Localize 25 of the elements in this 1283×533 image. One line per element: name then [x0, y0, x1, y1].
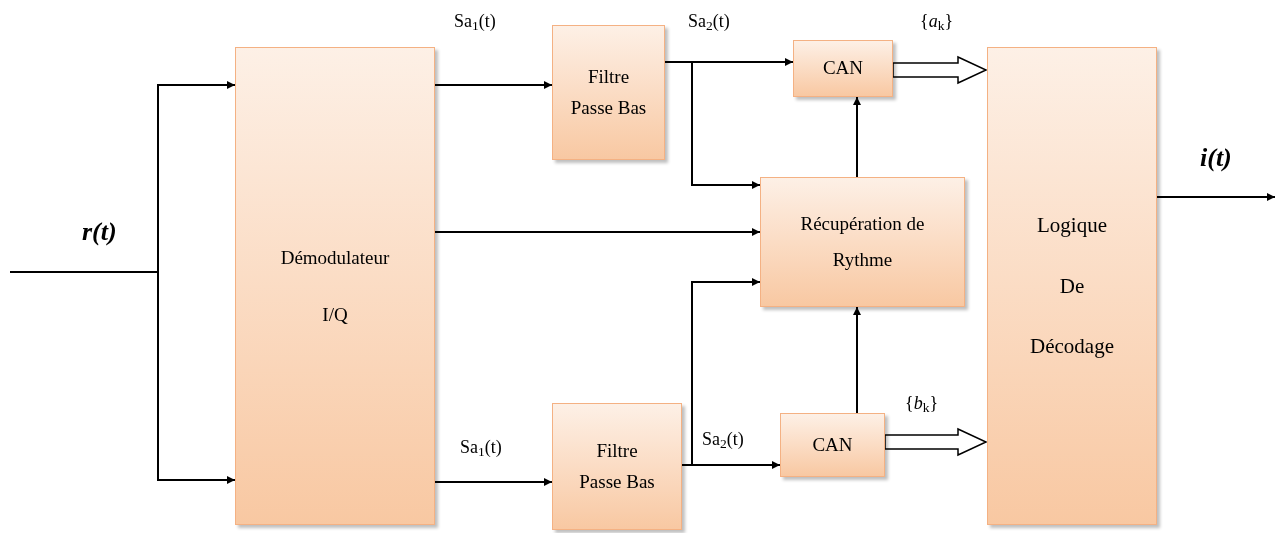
- arrow: [664, 61, 761, 189]
- box-label: Filtre Passe Bas: [569, 65, 648, 120]
- process-box: [235, 47, 435, 525]
- box-label: CAN: [822, 56, 864, 81]
- arrow: [434, 478, 553, 486]
- process-box: [552, 25, 665, 160]
- box-label: Logique De Décodage: [1029, 211, 1115, 361]
- hollow-arrow: [884, 427, 988, 457]
- arrow: [434, 228, 761, 236]
- process-box: [552, 403, 682, 530]
- arrow: [434, 81, 553, 89]
- hollow-arrow: [892, 55, 988, 85]
- process-box: [793, 40, 893, 97]
- arrow: [1156, 193, 1276, 201]
- process-box: [760, 177, 965, 307]
- arrow: [853, 96, 861, 178]
- process-box: [987, 47, 1157, 525]
- box-label: Filtre Passe Bas: [578, 439, 656, 494]
- arrow: [9, 271, 236, 484]
- arrow: [853, 306, 861, 414]
- box-label: Récupération de Rythme: [799, 211, 926, 272]
- process-box: [780, 413, 885, 477]
- box-label: Démodulateur I/Q: [279, 246, 391, 327]
- arrow: [681, 278, 761, 466]
- box-label: CAN: [812, 432, 853, 457]
